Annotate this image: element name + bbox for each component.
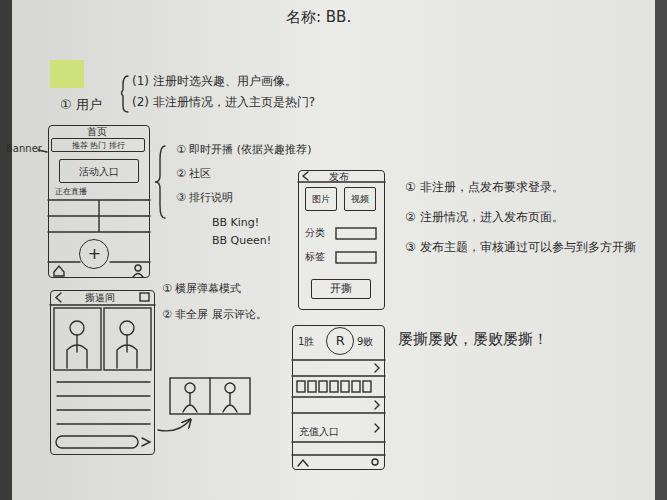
note-text: (2) 非注册情况，进入主页是热门? bbox=[132, 95, 315, 110]
note-text: ② 非全屏 展示评论。 bbox=[162, 308, 267, 322]
plus-button: + bbox=[79, 239, 109, 269]
badge-row bbox=[297, 381, 371, 392]
screen-text: 标签 bbox=[305, 251, 325, 263]
back-chevron bbox=[56, 293, 61, 302]
bracket bbox=[122, 76, 129, 112]
share-icon bbox=[140, 293, 149, 301]
box-label: 推荐 热门 排行 bbox=[72, 141, 125, 150]
person-figure bbox=[223, 393, 237, 412]
screen-text: 发布 bbox=[329, 171, 349, 183]
box-label: 开撕 bbox=[330, 283, 352, 296]
rotate-arrow bbox=[158, 420, 190, 431]
phone-screen: 首页推荐 热门 排行活动入口 + bbox=[48, 125, 150, 278]
note-text: ③ 发布主题，审核通过可以参与到多方开撕 bbox=[405, 240, 637, 255]
entry-box: 活动入口 bbox=[59, 159, 139, 183]
upload-box: 图片 bbox=[305, 187, 337, 211]
note-text: ② 注册情况，进入发布页面。 bbox=[405, 210, 564, 225]
person-figure bbox=[120, 321, 134, 335]
content-grid bbox=[48, 200, 150, 232]
input-field bbox=[336, 228, 376, 239]
person-figure bbox=[225, 383, 235, 393]
note-text: (1) 注册时选兴趣、用户画像。 bbox=[132, 74, 297, 89]
header-line bbox=[50, 304, 155, 305]
avatar-circle: R bbox=[326, 327, 354, 355]
video-panel bbox=[54, 308, 101, 370]
list-lines bbox=[292, 360, 385, 455]
note-text: ① 用户 bbox=[60, 97, 102, 113]
input-field bbox=[336, 252, 376, 263]
note-text: ② 社区 bbox=[176, 167, 211, 181]
screen-divider bbox=[209, 378, 210, 414]
note-text: ③ 排行说明 bbox=[176, 191, 233, 205]
phone-screen: 1胜 9败充值入口 R bbox=[292, 325, 385, 470]
back-chevron bbox=[303, 172, 308, 180]
comment-lines bbox=[57, 382, 150, 424]
person-figure bbox=[70, 321, 84, 335]
tab-bar: 推荐 热门 排行 bbox=[51, 138, 145, 152]
box-label: 图片 bbox=[312, 194, 330, 204]
home-icon bbox=[54, 266, 64, 276]
landscape-screen bbox=[170, 378, 250, 414]
person-figure bbox=[117, 335, 137, 368]
sticky-note bbox=[50, 60, 84, 88]
box-label: 视频 bbox=[351, 194, 369, 204]
box-label: + bbox=[88, 245, 101, 263]
board-frame bbox=[0, 0, 12, 500]
person-figure bbox=[183, 393, 197, 412]
note-text: ① 即时开播 (依据兴趣推荐) bbox=[176, 143, 311, 157]
home-icon bbox=[298, 460, 308, 466]
phone-screen: 发布分类标签 图片 视频开撕 bbox=[298, 170, 385, 310]
title: 名称: BB. bbox=[286, 8, 351, 27]
box-label: 活动入口 bbox=[79, 166, 119, 178]
screen-text: 撕逼间 bbox=[85, 292, 115, 304]
box-label: R bbox=[336, 334, 345, 349]
board-frame bbox=[655, 0, 667, 500]
screen-text: 充值入口 bbox=[299, 426, 339, 438]
phone-screen: 撕逼间 bbox=[50, 290, 155, 455]
submit-button: 开撕 bbox=[311, 279, 371, 299]
person-figure bbox=[185, 383, 195, 393]
note-text: BB King! bbox=[212, 216, 259, 230]
send-icon bbox=[142, 438, 150, 446]
screen-text: 9败 bbox=[357, 336, 373, 348]
note-text: Banner bbox=[6, 143, 42, 156]
input-box bbox=[56, 436, 138, 448]
note-text: ① 横屏弹幕模式 bbox=[162, 282, 241, 296]
video-panel bbox=[104, 308, 151, 370]
row-chevron bbox=[375, 364, 379, 432]
user-icon bbox=[133, 274, 143, 278]
screen-text: 分类 bbox=[305, 227, 325, 239]
person-figure bbox=[67, 335, 87, 368]
bracket bbox=[155, 146, 165, 218]
note-text: ① 非注册，点发布要求登录。 bbox=[405, 180, 564, 195]
note-text: BB Queen! bbox=[212, 234, 271, 248]
upload-box: 视频 bbox=[344, 187, 376, 211]
user-icon bbox=[372, 459, 378, 465]
screen-text: 首页 bbox=[87, 126, 107, 138]
screen-text: 1胜 bbox=[298, 336, 314, 348]
user-icon bbox=[135, 265, 141, 271]
note-text: 正在直播 bbox=[55, 187, 87, 197]
note-text: 屡撕屡败，屡败屡撕！ bbox=[398, 330, 548, 349]
